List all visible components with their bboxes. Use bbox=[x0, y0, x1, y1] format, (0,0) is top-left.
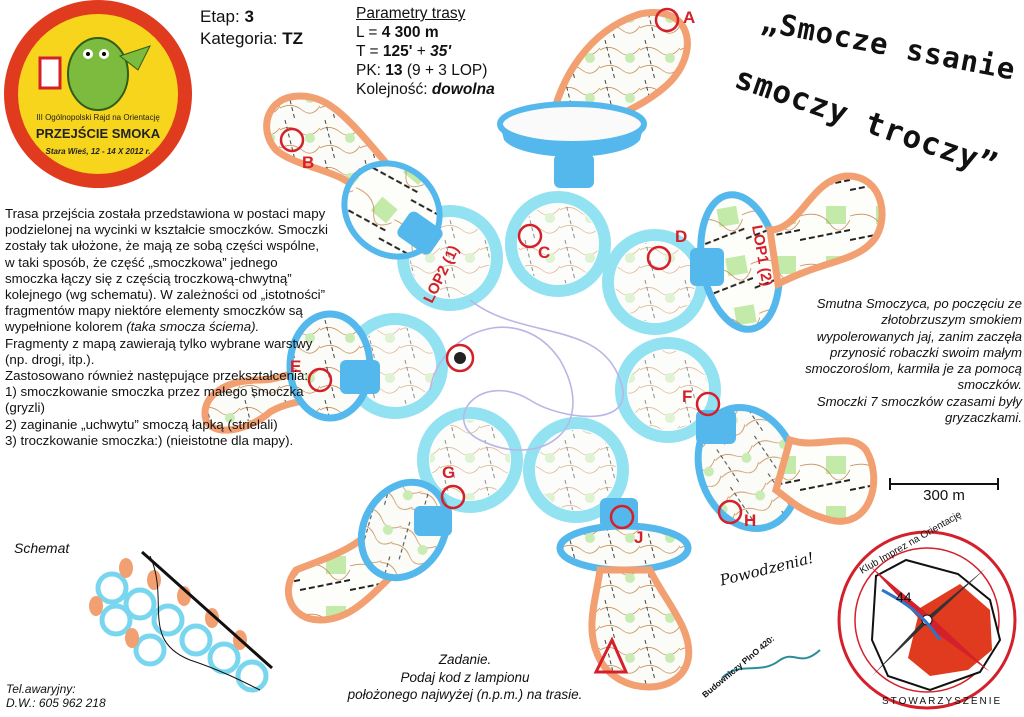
kategoria-label: Kategoria: bbox=[200, 29, 278, 48]
badge-line3: Stara Wieś, 12 - 14 X 2012 r. bbox=[46, 147, 151, 156]
story: Smutna Smoczyca, po poczęciu ze złotobrz… bbox=[800, 296, 1022, 426]
length-value: 4 300 m bbox=[381, 24, 439, 41]
badge-line1: III Ogólnopolski Rajd na Orientację bbox=[36, 113, 160, 122]
task-line1: Podaj kod z lampionu bbox=[400, 669, 530, 685]
badge-line2: PRZEJŚCIE SMOKA bbox=[36, 126, 161, 141]
task: Zadanie. Podaj kod z lampionu położonego… bbox=[320, 651, 610, 704]
route-params: Parametry trasy L = 4 300 m T = 125' + 3… bbox=[356, 4, 495, 99]
description-p1: Trasa przejścia została przedstawiona w … bbox=[5, 206, 328, 335]
control-label-d: D bbox=[675, 227, 687, 246]
list-item: 3) troczkowanie smoczka:) (nieistotne dl… bbox=[5, 432, 294, 448]
order-value: dowolna bbox=[431, 81, 495, 98]
time-value: 125' bbox=[382, 43, 413, 60]
length-label: L = bbox=[356, 24, 378, 41]
club-logo-number: 44 bbox=[896, 589, 912, 605]
etap-label: Etap: bbox=[200, 7, 240, 26]
route-params-header: Parametry trasy bbox=[356, 5, 466, 22]
transformations-list: 1) smoczkowanie smoczka przez małego smo… bbox=[5, 384, 330, 449]
pacifier-a bbox=[497, 9, 691, 188]
schemat-diagram bbox=[89, 550, 273, 693]
story-p2: Smoczki 7 smoczków czasami były gryzaczk… bbox=[816, 393, 1022, 426]
task-line2: położonego najwyżej (n.p.m.) na trasie. bbox=[347, 687, 583, 702]
control-label-e: E bbox=[290, 357, 301, 376]
pacifier-e bbox=[201, 310, 380, 434]
emergency-contact: Tel.awaryjny: D.W.: 605 962 218 bbox=[6, 682, 106, 710]
pk-value: 13 bbox=[385, 62, 403, 79]
scale-bar bbox=[889, 478, 999, 490]
description-p3: Zastosowano również następujące przekszt… bbox=[5, 368, 309, 384]
pacifier-g bbox=[284, 478, 452, 624]
order-label: Kolejność: bbox=[356, 81, 428, 98]
club-logo-bottom-text: STOWARZYSZENIE bbox=[882, 696, 1002, 707]
control-label-h: H bbox=[744, 511, 756, 530]
list-item: 2) zaginanie „uchwytu” smoczą łapką (str… bbox=[5, 416, 278, 432]
control-label-f: F bbox=[682, 387, 692, 406]
ring-chain bbox=[342, 191, 721, 523]
etap-value: 3 bbox=[244, 7, 254, 26]
pk-label: PK: bbox=[356, 62, 381, 79]
dragon-mascot-icon bbox=[38, 37, 151, 111]
control-label-j: J bbox=[634, 528, 643, 547]
control-label-a: A bbox=[683, 8, 695, 27]
time-label: T = bbox=[356, 43, 379, 60]
pacifier-d bbox=[690, 172, 886, 333]
builder-signature bbox=[721, 649, 821, 679]
schemat-title: Schemat bbox=[14, 540, 70, 556]
pacifier-b bbox=[263, 92, 443, 260]
control-label-c: C bbox=[538, 243, 550, 262]
description-p2: Fragmenty z mapą zawierają tylko wybrane… bbox=[5, 335, 313, 367]
list-item: 1) smoczkowanie smoczka przez małego smo… bbox=[5, 384, 304, 416]
story-p1: Smutna Smoczyca, po poczęciu ze złotobrz… bbox=[805, 296, 1022, 393]
event-badge: III Ogólnopolski Rajd na Orientację PRZE… bbox=[4, 0, 192, 188]
control-label-g: G bbox=[442, 463, 455, 482]
control-label-b: B bbox=[302, 153, 314, 172]
task-title: Zadanie. bbox=[438, 652, 492, 667]
club-logo: 44 Klub Imprez na Orientację STOWARZYSZE… bbox=[837, 509, 1017, 710]
pacifier-h bbox=[694, 403, 878, 533]
description-p1-italic: (taka smocza ściema). bbox=[126, 319, 260, 335]
stage-info: Etap: 3 Kategoria: TZ bbox=[200, 6, 303, 50]
description: Trasa przejścia została przedstawiona w … bbox=[5, 206, 330, 449]
kategoria-value: TZ bbox=[282, 29, 304, 48]
emergency-line2: D.W.: 605 962 218 bbox=[6, 696, 106, 710]
time-plus: + bbox=[416, 43, 426, 60]
pacifier-j bbox=[556, 498, 693, 691]
scale-label: 300 m bbox=[923, 487, 965, 504]
emergency-line1: Tel.awaryjny: bbox=[6, 682, 76, 696]
pk-detail: (9 + 3 LOP) bbox=[406, 62, 488, 79]
time-extra: 35' bbox=[430, 43, 452, 60]
